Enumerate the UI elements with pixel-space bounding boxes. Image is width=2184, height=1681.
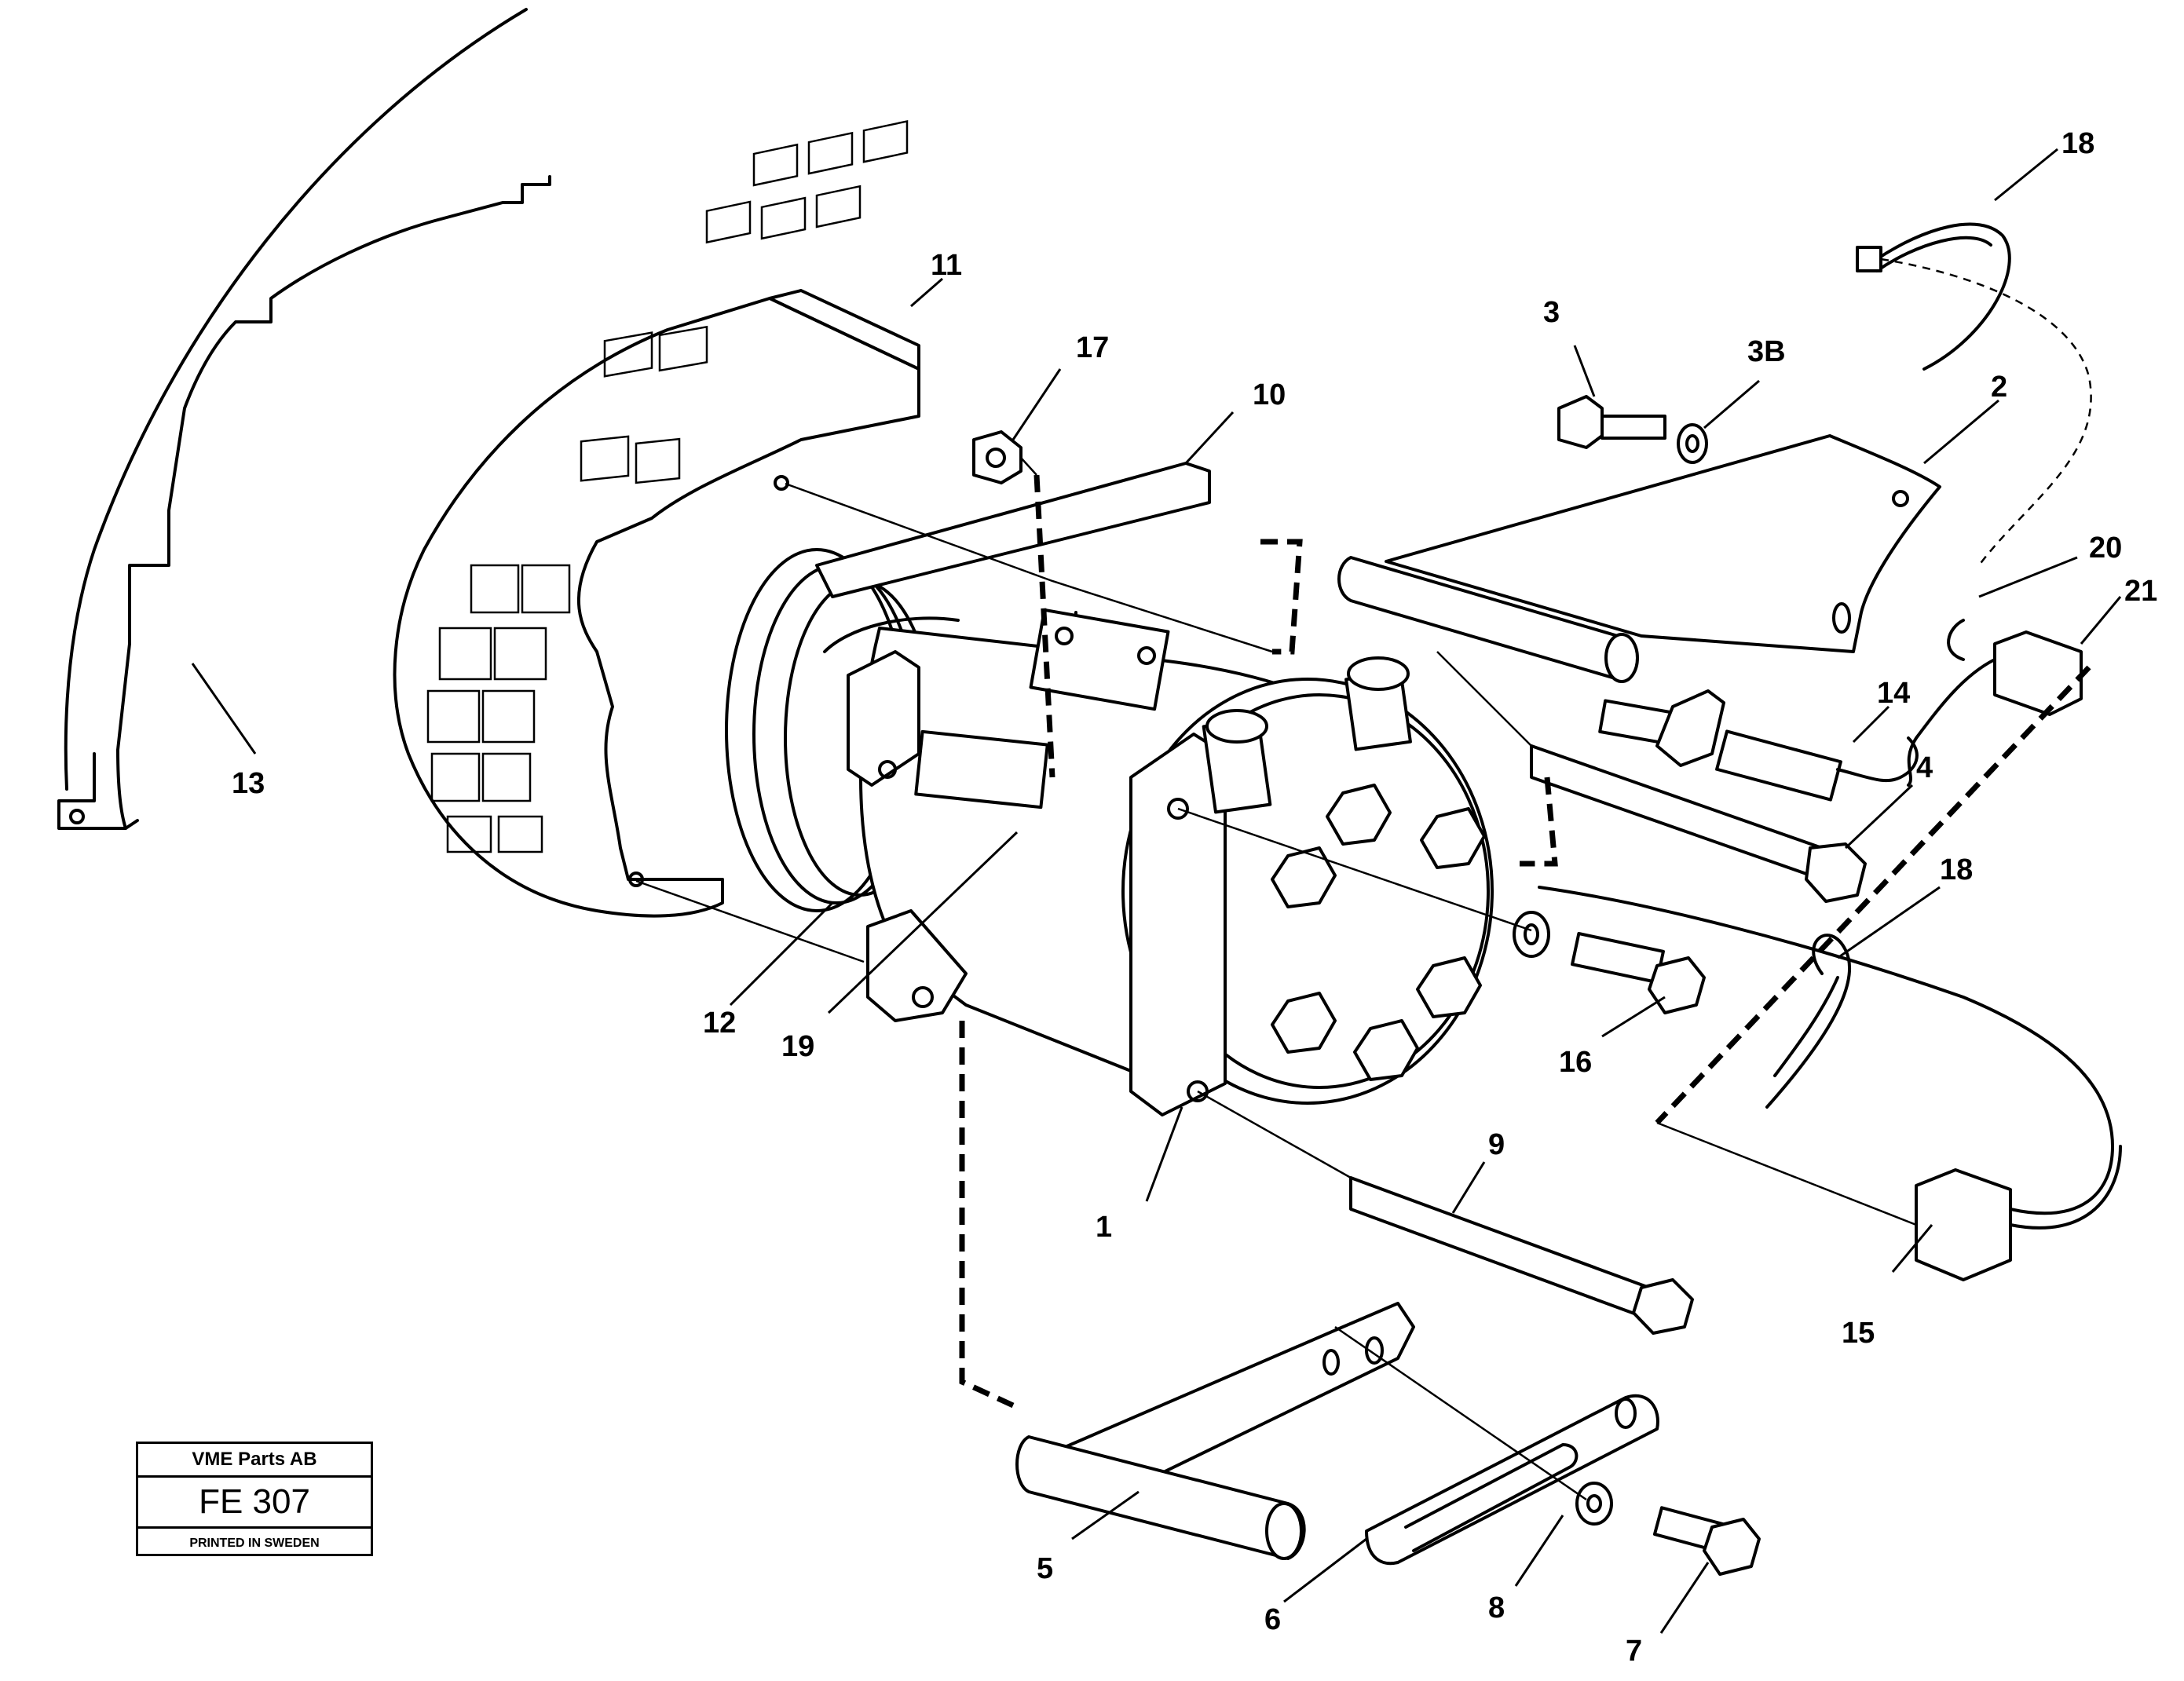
title-block: VME Parts AB FE 307 PRINTED IN SWEDEN bbox=[136, 1442, 373, 1556]
washer-part-8 bbox=[1575, 1482, 1613, 1526]
callout-5: 5 bbox=[1037, 1552, 1053, 1585]
connector-part-15 bbox=[1538, 886, 2122, 1281]
belt-guard-part-11 bbox=[393, 119, 920, 918]
cable-tie-part-18-mid bbox=[1765, 934, 1852, 1109]
nut-part-17 bbox=[972, 430, 1022, 484]
callout-17: 17 bbox=[1076, 331, 1109, 364]
printed-note: PRINTED IN SWEDEN bbox=[189, 1537, 320, 1550]
callout-9: 9 bbox=[1488, 1128, 1505, 1161]
callout-18-mid: 18 bbox=[1940, 853, 1973, 886]
callout-12: 12 bbox=[703, 1007, 736, 1040]
drawing-number: FE 307 bbox=[138, 1478, 371, 1529]
callout-labels: 11 17 10 3 3B 2 18 20 21 14 4 18 16 9 1 … bbox=[232, 127, 2157, 1668]
bar-part-10 bbox=[815, 462, 1211, 711]
callout-19: 19 bbox=[781, 1030, 814, 1063]
long-bolt-part-9 bbox=[1349, 1176, 1694, 1335]
callout-7: 7 bbox=[1626, 1635, 1642, 1668]
bolt-part-3 bbox=[1557, 395, 1708, 464]
company-name: VME Parts AB bbox=[138, 1444, 371, 1478]
lower-bracket-part-5 bbox=[1015, 1302, 1415, 1560]
bolt-part-16 bbox=[1513, 911, 1706, 1014]
bolt-part-7 bbox=[1652, 1506, 1761, 1576]
callout-18-top: 18 bbox=[2061, 127, 2094, 160]
callout-15: 15 bbox=[1842, 1317, 1875, 1350]
assembly-dashed-lines bbox=[959, 474, 2091, 1409]
callout-6: 6 bbox=[1264, 1603, 1281, 1636]
callout-3b: 3B bbox=[1747, 335, 1786, 368]
adjuster-part-6 bbox=[1365, 1394, 1659, 1566]
shroud-guard-part-13 bbox=[57, 8, 551, 830]
callout-2: 2 bbox=[1991, 371, 2007, 404]
sensor-part-21 bbox=[1907, 619, 2083, 787]
callout-1: 1 bbox=[1096, 1211, 1112, 1244]
pressure-switch-part-14 bbox=[1598, 689, 1919, 802]
cable-tie-part-18-top bbox=[1856, 222, 2092, 566]
callout-21: 21 bbox=[2124, 575, 2157, 608]
alignment-lines bbox=[635, 457, 1917, 1501]
callout-13: 13 bbox=[232, 767, 265, 800]
callout-11: 11 bbox=[931, 249, 962, 282]
callout-8: 8 bbox=[1488, 1591, 1505, 1624]
callout-4: 4 bbox=[1916, 751, 1933, 784]
leader-lines bbox=[191, 148, 2122, 1634]
callout-20: 20 bbox=[2089, 532, 2122, 565]
callout-16: 16 bbox=[1559, 1046, 1592, 1079]
callout-10: 10 bbox=[1253, 378, 1286, 411]
upper-bracket-part-2 bbox=[1337, 434, 1941, 683]
callout-14: 14 bbox=[1877, 677, 1910, 710]
callout-3: 3 bbox=[1543, 296, 1560, 329]
stud-part-4 bbox=[1530, 744, 1867, 903]
compressor-part-1 bbox=[823, 611, 1494, 1116]
